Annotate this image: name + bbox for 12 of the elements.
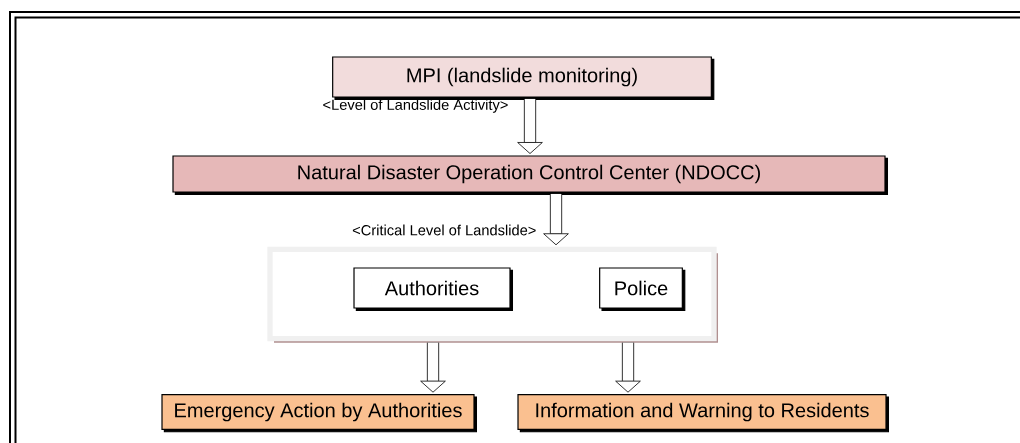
process-box: MPI (landslide monitoring)	[332, 56, 715, 100]
process-box: Authorities	[353, 267, 513, 311]
process-box: Police	[599, 267, 686, 311]
process-box: Natural Disaster Operation Control Center (NDOCC)	[172, 155, 888, 195]
process-box: Information and Warning to Residents	[517, 394, 889, 433]
block-arrow	[420, 342, 446, 393]
block-arrow	[543, 193, 569, 246]
edge-label: <Critical Level of Landslide>	[352, 224, 536, 236]
edge-label: <Level of Landslide Activity>	[323, 99, 508, 113]
block-arrow	[517, 98, 543, 154]
block-arrow	[615, 342, 641, 393]
process-box: Emergency Action by Authorities	[161, 394, 477, 433]
